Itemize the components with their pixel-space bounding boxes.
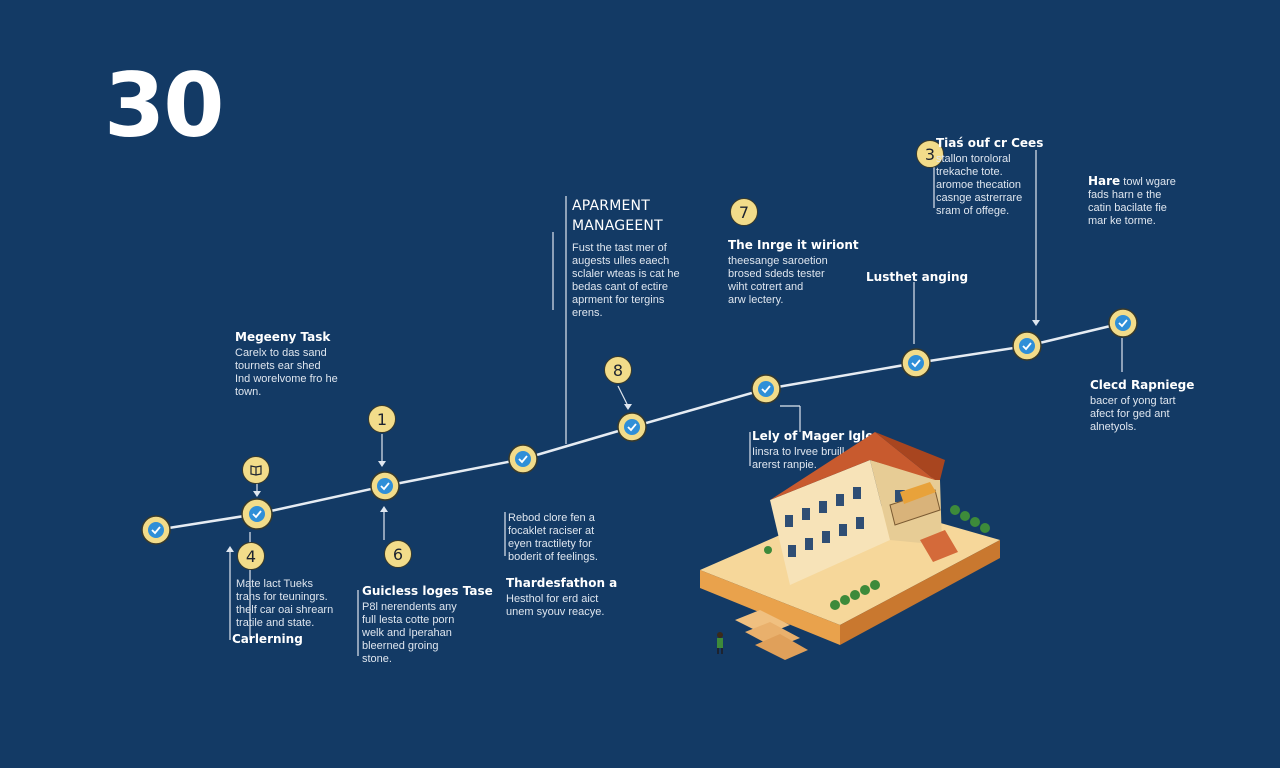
step-badge-3: 3 <box>916 140 944 168</box>
label-lely: Lely of Mager lgle Iinsra to lrvee bruil… <box>752 429 874 471</box>
timeline-node <box>751 374 781 404</box>
label-thardesfathon: Thardesfathon a Hesthol for erd aict une… <box>506 576 618 618</box>
check-mark <box>252 510 262 519</box>
check-mark <box>518 455 528 464</box>
book-icon <box>250 465 262 476</box>
timeline-node <box>1012 331 1042 361</box>
check-mark <box>761 385 771 394</box>
check-mark <box>380 482 390 491</box>
bushes <box>764 505 990 610</box>
step-badge-1: 1 <box>368 405 396 433</box>
check-icon <box>1115 315 1131 331</box>
check-icon <box>1019 338 1035 354</box>
check-icon <box>249 506 265 522</box>
check-icon <box>908 355 924 371</box>
awning <box>900 482 936 504</box>
side-stairs <box>920 530 958 562</box>
label-magency: Megeeny Task Carelx to das sand tournets… <box>235 330 338 398</box>
label-linge: The Inrge it wiriont theesange saroetion… <box>728 238 859 306</box>
check-mark <box>1118 319 1128 328</box>
apartment-building-illustration <box>700 432 1000 660</box>
step-badge-6: 6 <box>384 540 412 568</box>
timeline-node <box>241 498 273 530</box>
timeline-node <box>370 471 400 501</box>
check-icon <box>758 381 774 397</box>
check-mark <box>627 423 637 432</box>
headline-number: 30 <box>104 54 224 157</box>
label-tiesouf: Tiaś ouf cr Cees stallon toroloral treka… <box>936 136 1044 217</box>
label-rebod: Rebod clore fen a focaklet raciser at ey… <box>508 512 598 563</box>
check-icon <box>515 451 531 467</box>
book-icon-badge <box>242 456 270 484</box>
check-mark <box>911 359 921 368</box>
label-carlerning: Carlerning <box>232 632 303 646</box>
label-hare: Hare towl wgare fads harn e the catin ba… <box>1088 174 1176 227</box>
label-lusthet: Lusthet anging <box>866 270 969 284</box>
check-mark <box>1022 342 1032 351</box>
timeline-node <box>1108 308 1138 338</box>
timeline-node <box>141 515 171 545</box>
timeline-node <box>617 412 647 442</box>
step-badge-7: 7 <box>730 198 758 226</box>
step-badge-8: 8 <box>604 356 632 384</box>
check-icon <box>148 522 164 538</box>
roof-side <box>875 432 945 480</box>
platform-right <box>840 540 1000 645</box>
timeline-node <box>901 348 931 378</box>
label-ciecd: Clecd Rapniege bacer of yong tart afect … <box>1090 378 1195 433</box>
timeline-node <box>508 444 538 474</box>
front-stairs <box>735 610 808 660</box>
check-icon <box>624 419 640 435</box>
connector-arrows <box>226 320 1040 552</box>
check-icon <box>377 478 393 494</box>
label-guicless: Guicless loges Tase P8l nerendents any f… <box>362 584 493 665</box>
person-figure <box>717 632 723 654</box>
building-roof <box>770 432 935 500</box>
label-apartment: APARMENT MANAGEENT Fust the tast mer of … <box>572 198 680 319</box>
platform-left <box>700 570 840 645</box>
step-badge-4: 4 <box>237 542 265 570</box>
check-mark <box>151 526 161 535</box>
label-mate: Mate lact Tueks trans for teuningrs. the… <box>236 578 334 629</box>
